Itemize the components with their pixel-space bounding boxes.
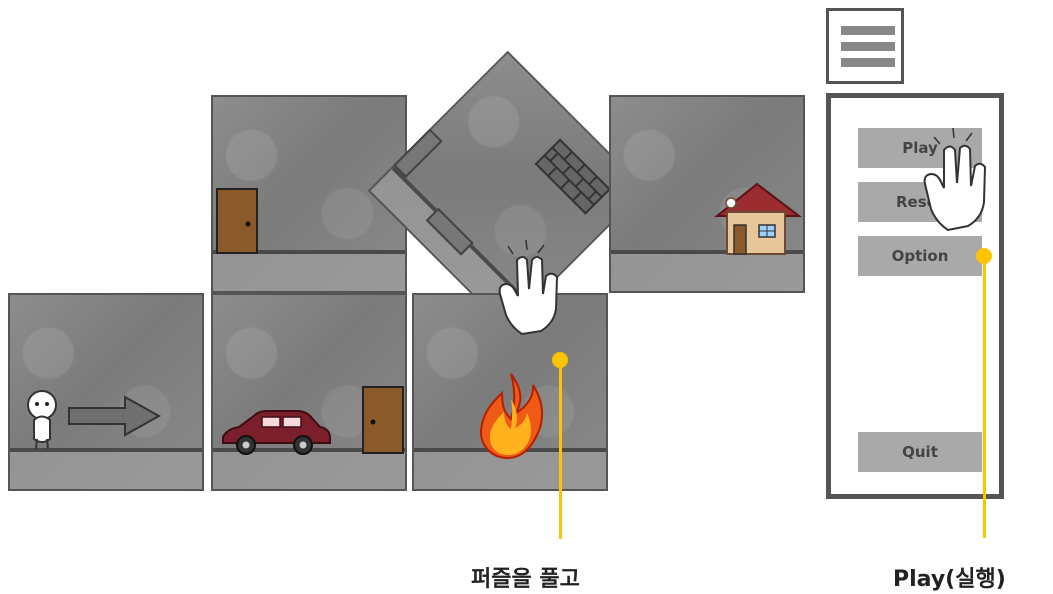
right-callout-line bbox=[983, 258, 986, 538]
left-caption: 퍼즐을 풀고 bbox=[471, 561, 580, 593]
arrow-right-icon bbox=[67, 395, 161, 437]
tap-hand-icon bbox=[920, 123, 1000, 233]
door-icon bbox=[217, 189, 259, 253]
tap-hand-icon bbox=[496, 236, 578, 336]
top-right-room bbox=[609, 95, 805, 293]
car-icon bbox=[219, 407, 333, 457]
right-callout-dot bbox=[976, 248, 992, 264]
bottom-left-room bbox=[8, 293, 204, 491]
quit-button[interactable]: Quit bbox=[858, 432, 982, 472]
door-icon bbox=[363, 387, 405, 453]
house-icon bbox=[709, 184, 807, 258]
menu-line bbox=[841, 58, 895, 67]
brick-wall-icon bbox=[536, 140, 610, 214]
menu-line bbox=[841, 42, 895, 51]
option-button[interactable]: Option bbox=[858, 236, 982, 276]
middle-bottom-room bbox=[211, 293, 407, 491]
left-callout-dot bbox=[552, 352, 568, 368]
menu-line bbox=[841, 26, 895, 35]
room-floor bbox=[10, 448, 202, 489]
hamburger-menu-icon[interactable] bbox=[826, 8, 904, 84]
room-floor bbox=[213, 250, 405, 291]
right-caption: Play(실행) bbox=[893, 561, 1006, 593]
left-callout-line bbox=[559, 362, 562, 539]
fire-icon bbox=[477, 371, 547, 461]
character-icon bbox=[25, 389, 59, 451]
